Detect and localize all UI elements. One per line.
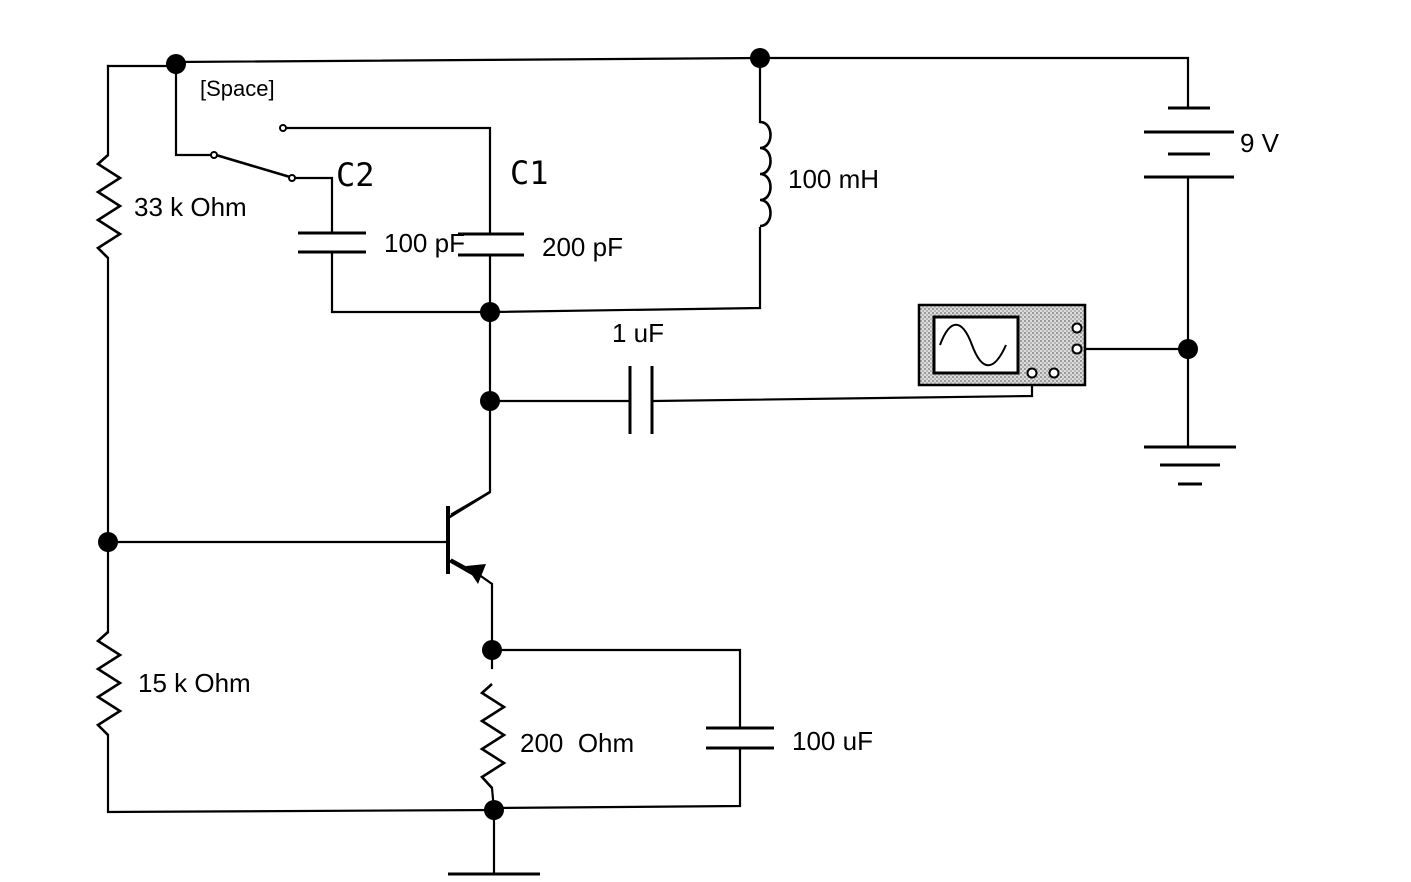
- inductor-value-label: 100 mH: [788, 164, 879, 194]
- resistor-200: [479, 683, 507, 789]
- node-collector-tank: [480, 302, 500, 322]
- node-emitter: [482, 640, 502, 660]
- wire-c2-bottom: [330, 251, 492, 314]
- c2-name-label: C2: [336, 156, 375, 194]
- inductor-100mh: [759, 120, 772, 228]
- npn-transistor-icon: [446, 490, 491, 584]
- wire-collector: [450, 310, 492, 516]
- re-value-label: 200 Ohm: [520, 728, 634, 758]
- wire-tank-right: [488, 226, 762, 314]
- capacitor-c1: [458, 232, 524, 257]
- scope-terminal-3: [1026, 367, 1038, 379]
- ground-icon: [1144, 445, 1236, 486]
- junction-nodes: [98, 48, 1198, 820]
- capacitor-100uf: [706, 726, 774, 750]
- wire-ce-top: [490, 648, 742, 728]
- oscilloscope-icon[interactable]: [917, 303, 1087, 387]
- resistor-15k: [95, 631, 123, 736]
- wire-switch-c1: [284, 126, 492, 234]
- resistor-33k: [95, 154, 123, 259]
- c2-value-label: 100 pF: [384, 228, 465, 258]
- spdt-switch-icon[interactable]: [210, 124, 296, 182]
- wires: [106, 56, 1190, 874]
- scope-terminal-1: [1071, 322, 1083, 334]
- scope-terminal-2: [1071, 343, 1083, 355]
- battery-value-label: 9 V: [1240, 128, 1280, 158]
- node-right: [1178, 339, 1198, 359]
- wire-top-rail: [106, 56, 1190, 110]
- switch-key-label: [Space]: [200, 76, 275, 101]
- r1-value-label: 33 k Ohm: [134, 192, 247, 222]
- ce-value-label: 100 uF: [792, 726, 873, 756]
- wire-switch-c2: [292, 176, 334, 233]
- c1-value-label: 200 pF: [542, 232, 623, 262]
- coupling-cap-value-label: 1 uF: [612, 318, 664, 348]
- wire-switch-common: [174, 60, 214, 157]
- wire-emitter: [450, 558, 494, 670]
- wire-left-bottom: [106, 733, 496, 814]
- wire-ce-bottom: [492, 746, 742, 810]
- node-top-left: [166, 54, 186, 74]
- scope-terminal-4: [1048, 367, 1060, 379]
- capacitor-1uf: [628, 366, 654, 434]
- c1-name-label: C1: [510, 154, 549, 192]
- node-collector-out: [480, 391, 500, 411]
- node-bottom: [484, 800, 504, 820]
- node-top-inductor: [750, 48, 770, 68]
- battery-icon: [1144, 106, 1234, 179]
- r2-value-label: 15 k Ohm: [138, 668, 251, 698]
- node-base: [98, 532, 118, 552]
- capacitor-c2: [298, 231, 366, 254]
